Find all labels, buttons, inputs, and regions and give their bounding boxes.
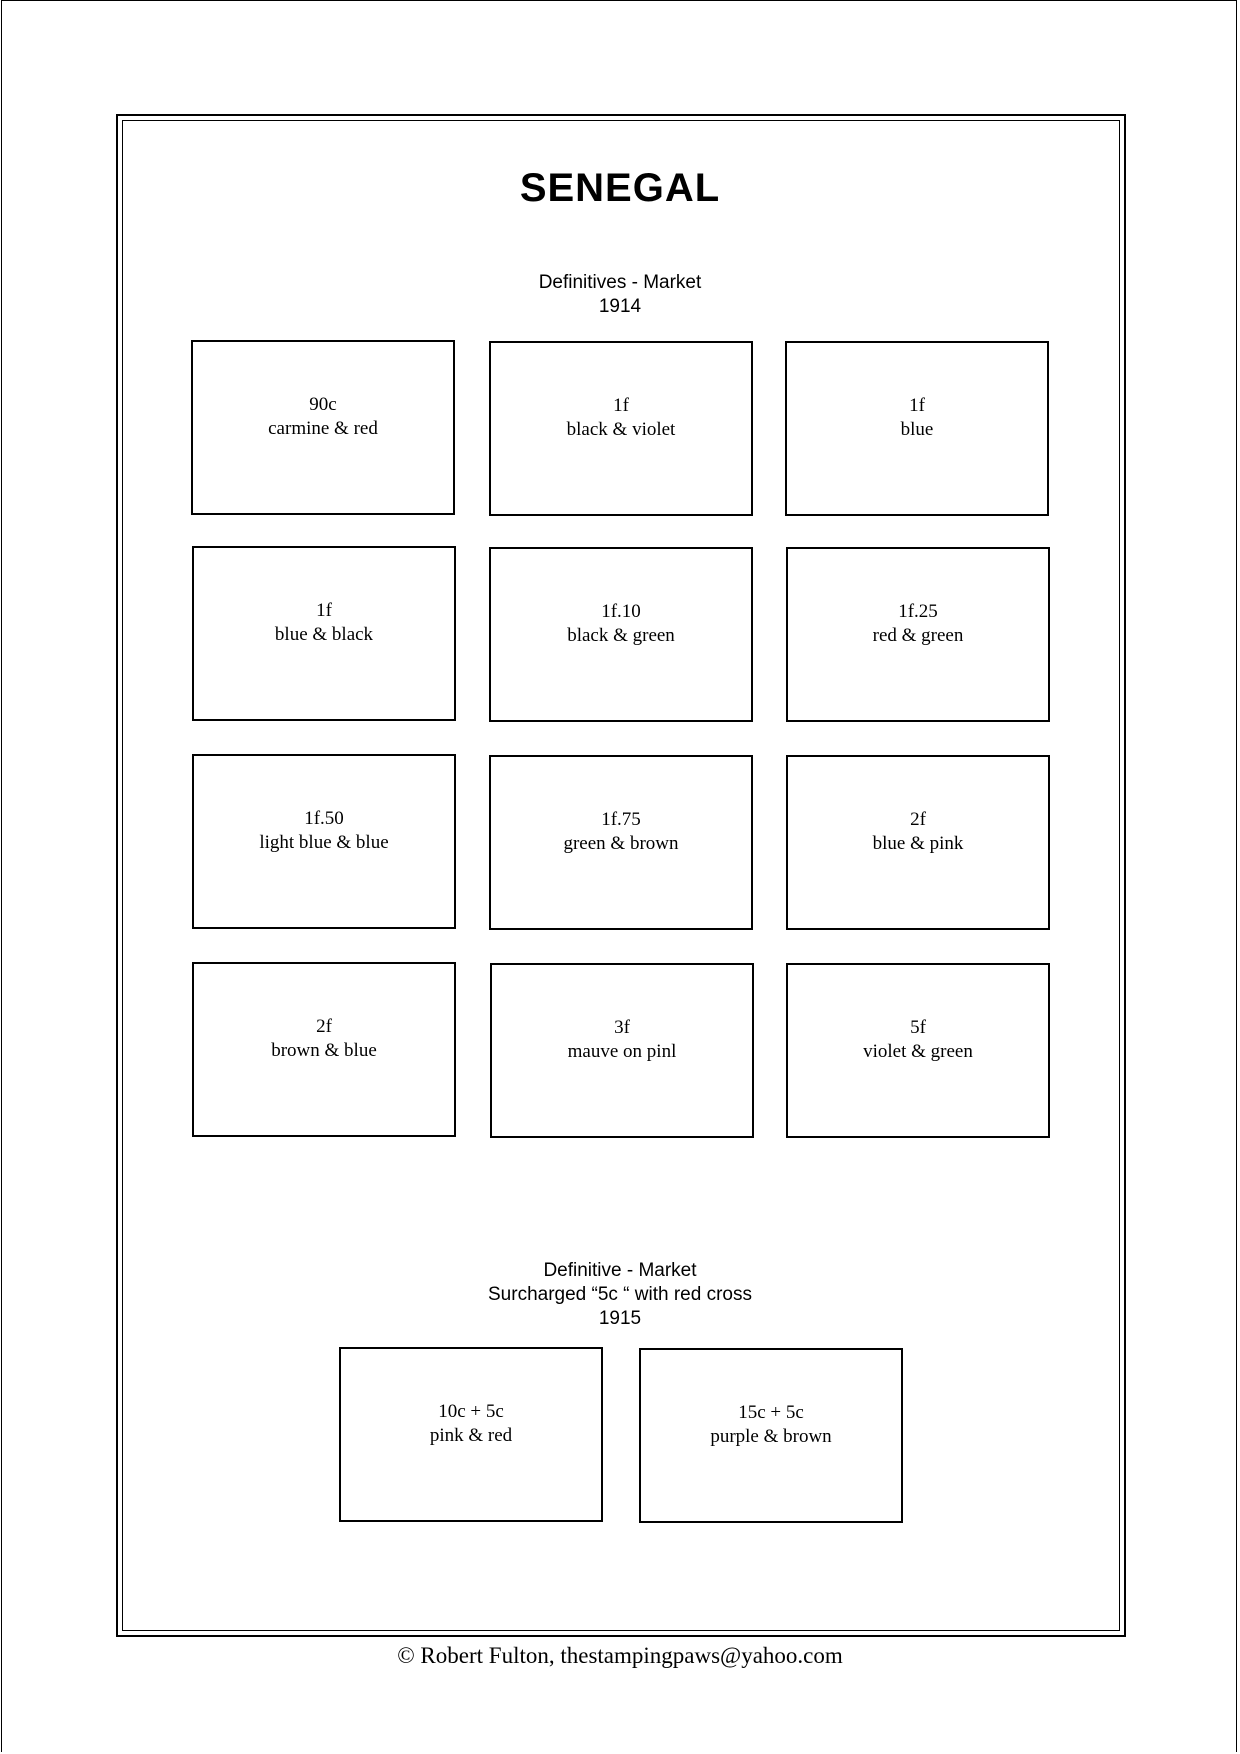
copyright-footer: © Robert Fulton, thestampingpaws@yahoo.c… [397, 1643, 843, 1668]
stamp-color: green & brown [563, 832, 679, 854]
stamp-color: mauve on pinl [567, 1040, 677, 1062]
stamp-color: blue & black [274, 623, 374, 645]
section-2-year: 1915 [598, 1308, 642, 1329]
stamp-color: light blue & blue [259, 831, 389, 853]
stamp-value: 3f [614, 1016, 630, 1038]
stamp-value: 10c + 5c [438, 1400, 504, 1422]
stamp-box: 1f.25 red & green [786, 547, 1050, 722]
stamp-box: 2f brown & blue [192, 962, 456, 1137]
album-frame-outer [116, 114, 1126, 1637]
stamp-color: pink & red [429, 1424, 513, 1446]
stamp-color: blue & pink [872, 832, 964, 854]
stamp-color: blue [900, 418, 934, 440]
section-1-year: 1914 [598, 296, 642, 317]
stamp-value: 5f [910, 1016, 926, 1038]
stamp-value: 1f.25 [898, 600, 938, 622]
stamp-box: 1f blue [785, 341, 1049, 516]
section-2-heading: Definitive - Market Surcharged “5c “ wit… [0, 1259, 1240, 1331]
stamp-color: purple & brown [710, 1425, 832, 1447]
stamp-value: 1f.10 [601, 600, 641, 622]
stamp-box: 1f.10 black & green [489, 547, 753, 722]
stamp-color: violet & green [863, 1040, 973, 1062]
stamp-box: 15c + 5c purple & brown [639, 1348, 903, 1523]
stamp-value: 1f [316, 599, 332, 621]
stamp-color: carmine & red [268, 417, 378, 439]
stamp-value: 1f.75 [601, 808, 641, 830]
album-frame-inner [122, 120, 1120, 1631]
stamp-value: 1f [613, 394, 629, 416]
stamp-box: 5f violet & green [786, 963, 1050, 1138]
stamp-box: 1f.75 green & brown [489, 755, 753, 930]
section-2-subtitle: Definitive - Market [543, 1260, 697, 1281]
stamp-value: 90c [309, 393, 337, 415]
stamp-box: 10c + 5c pink & red [339, 1347, 603, 1522]
stamp-box: 1f.50 light blue & blue [192, 754, 456, 929]
stamp-value: 2f [316, 1015, 332, 1037]
stamp-value: 15c + 5c [738, 1401, 804, 1423]
stamp-color: black & green [567, 624, 675, 646]
page-title: SENEGAL [519, 166, 721, 210]
stamp-box: 90c carmine & red [191, 340, 455, 515]
section-2-description: Surcharged “5c “ with red cross [488, 1284, 752, 1305]
stamp-box: 3f mauve on pinl [490, 963, 754, 1138]
stamp-color: brown & blue [271, 1039, 377, 1061]
stamp-box: 2f blue & pink [786, 755, 1050, 930]
stamp-color: black & violet [566, 418, 676, 440]
stamp-box: 1f black & violet [489, 341, 753, 516]
stamp-box: 1f blue & black [192, 546, 456, 721]
section-1-subtitle: Definitives - Market [538, 272, 702, 293]
stamp-value: 1f.50 [304, 807, 344, 829]
stamp-value: 1f [909, 394, 925, 416]
section-1-heading: Definitives - Market 1914 [0, 271, 1240, 319]
stamp-color: red & green [872, 624, 964, 646]
stamp-value: 2f [910, 808, 926, 830]
